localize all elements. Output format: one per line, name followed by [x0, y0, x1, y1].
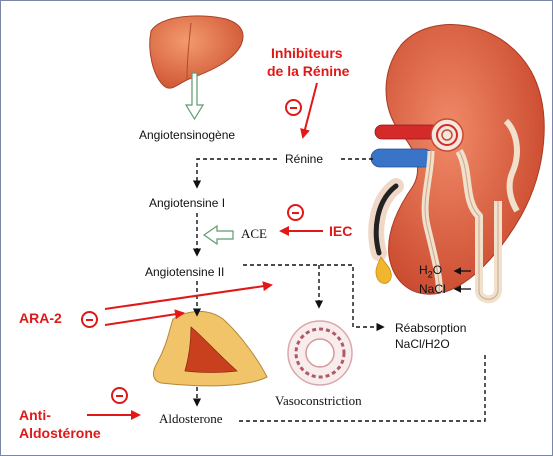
nacl-label: NaCl — [419, 282, 446, 296]
liver-to-angiotensinogen-arrow — [184, 72, 205, 121]
renin-inhibitor-label-line2: de la Rénine — [267, 63, 350, 79]
liver-illustration — [149, 15, 244, 89]
water-label: H2O — [419, 263, 443, 280]
vasoconstriction-label: Vasoconstriction — [275, 393, 362, 408]
angiotensin-2-label: Angiotensine II — [145, 265, 225, 279]
inhibitor-arrows — [87, 82, 323, 420]
ace-arrow — [202, 224, 234, 246]
renin-inhibitor-label-line1: Inhibiteurs — [271, 45, 343, 61]
ara2-inhibition-minus-icon — [81, 311, 98, 328]
pathway-connectors — [192, 158, 486, 422]
aldosterone-label: Aldosterone — [159, 411, 223, 426]
renin-inhibition-minus-icon — [285, 99, 302, 116]
anti-aldosterone-label-line1: Anti- — [19, 407, 51, 423]
anti-aldosterone-label-line2: Aldostérone — [19, 425, 101, 441]
iec-inhibition-minus-icon — [287, 204, 304, 221]
kidney-illustration — [368, 24, 545, 304]
reabsorption-label-line1: Réabsorption — [395, 321, 467, 335]
anti-aldosterone-minus-icon — [111, 387, 128, 404]
vessel-illustration — [287, 320, 353, 386]
reabsorption-label-line2: NaCl/H2O — [395, 337, 450, 351]
kidney-output-arrows — [453, 267, 471, 293]
adrenal-gland-illustration — [153, 311, 268, 387]
ace-label: ACE — [241, 226, 267, 241]
renin-label: Rénine — [285, 152, 324, 166]
iec-label: IEC — [329, 223, 353, 239]
ara2-label: ARA-2 — [19, 310, 62, 326]
angiotensin-1-label: Angiotensine I — [149, 196, 226, 210]
angiotensinogen-label: Angiotensinogène — [139, 128, 236, 142]
